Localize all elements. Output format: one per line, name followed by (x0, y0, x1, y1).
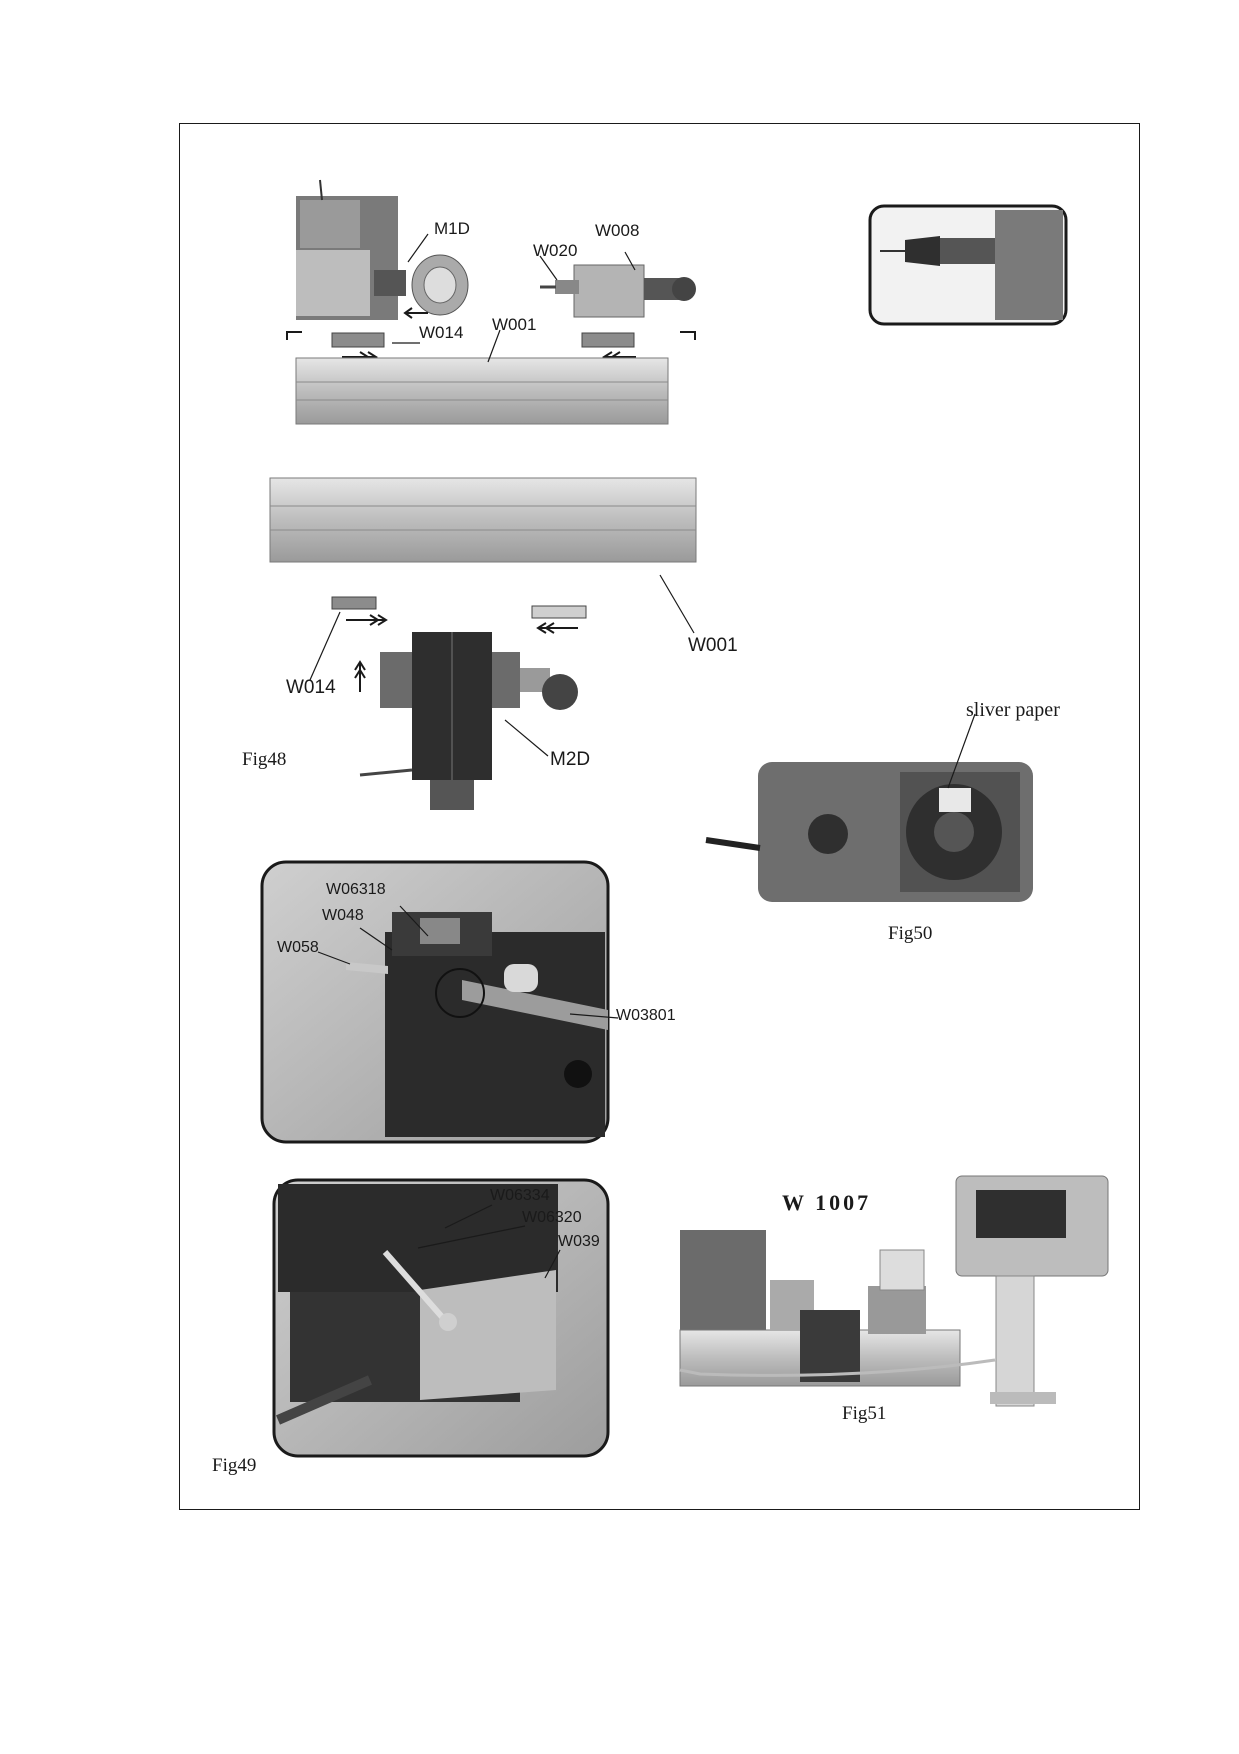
cross-slide-m2d (359, 632, 578, 810)
label-w001-top: W001 (492, 315, 537, 334)
model-w1007: W 1007 (782, 1190, 872, 1215)
drill-chuck-inset (868, 204, 1068, 326)
speed-control-photo (705, 713, 1033, 902)
page-frame (179, 123, 1140, 1510)
bed-w001-top (295, 357, 669, 425)
label-w014-top: W014 (419, 323, 464, 342)
tailstock-w008 (540, 264, 696, 318)
label-w039: W039 (558, 1233, 600, 1250)
caption-fig48: Fig48 (242, 749, 287, 770)
tool-post-inset-2 (272, 1178, 610, 1458)
label-w008: W008 (595, 221, 640, 240)
chuck (411, 254, 469, 316)
note-sliver-paper: sliver paper (966, 699, 1060, 721)
slider-blocks-bottom (331, 596, 587, 619)
label-m1d: M1D (434, 219, 470, 238)
slider-blocks-top (331, 332, 635, 348)
label-w014-bottom: W014 (286, 677, 336, 698)
caption-fig51: Fig51 (842, 1403, 887, 1424)
tool-post-inset-1 (260, 860, 610, 1144)
label-w06334: W06334 (490, 1187, 550, 1204)
label-m2d: M2D (550, 749, 591, 770)
headstock-m1d (296, 179, 406, 320)
caption-fig50: Fig50 (888, 923, 933, 944)
label-w058: W058 (277, 939, 319, 956)
label-w06318: W06318 (326, 881, 386, 898)
label-w06320: W06320 (522, 1209, 582, 1226)
label-w020: W020 (533, 241, 578, 260)
label-w03801: W03801 (616, 1007, 676, 1024)
assembled-lathe-photo (679, 1175, 1109, 1407)
bed-w001-bottom (269, 477, 697, 563)
label-w001-bottom: W001 (688, 635, 738, 656)
caption-fig49: Fig49 (212, 1455, 257, 1476)
label-w048: W048 (322, 907, 364, 924)
